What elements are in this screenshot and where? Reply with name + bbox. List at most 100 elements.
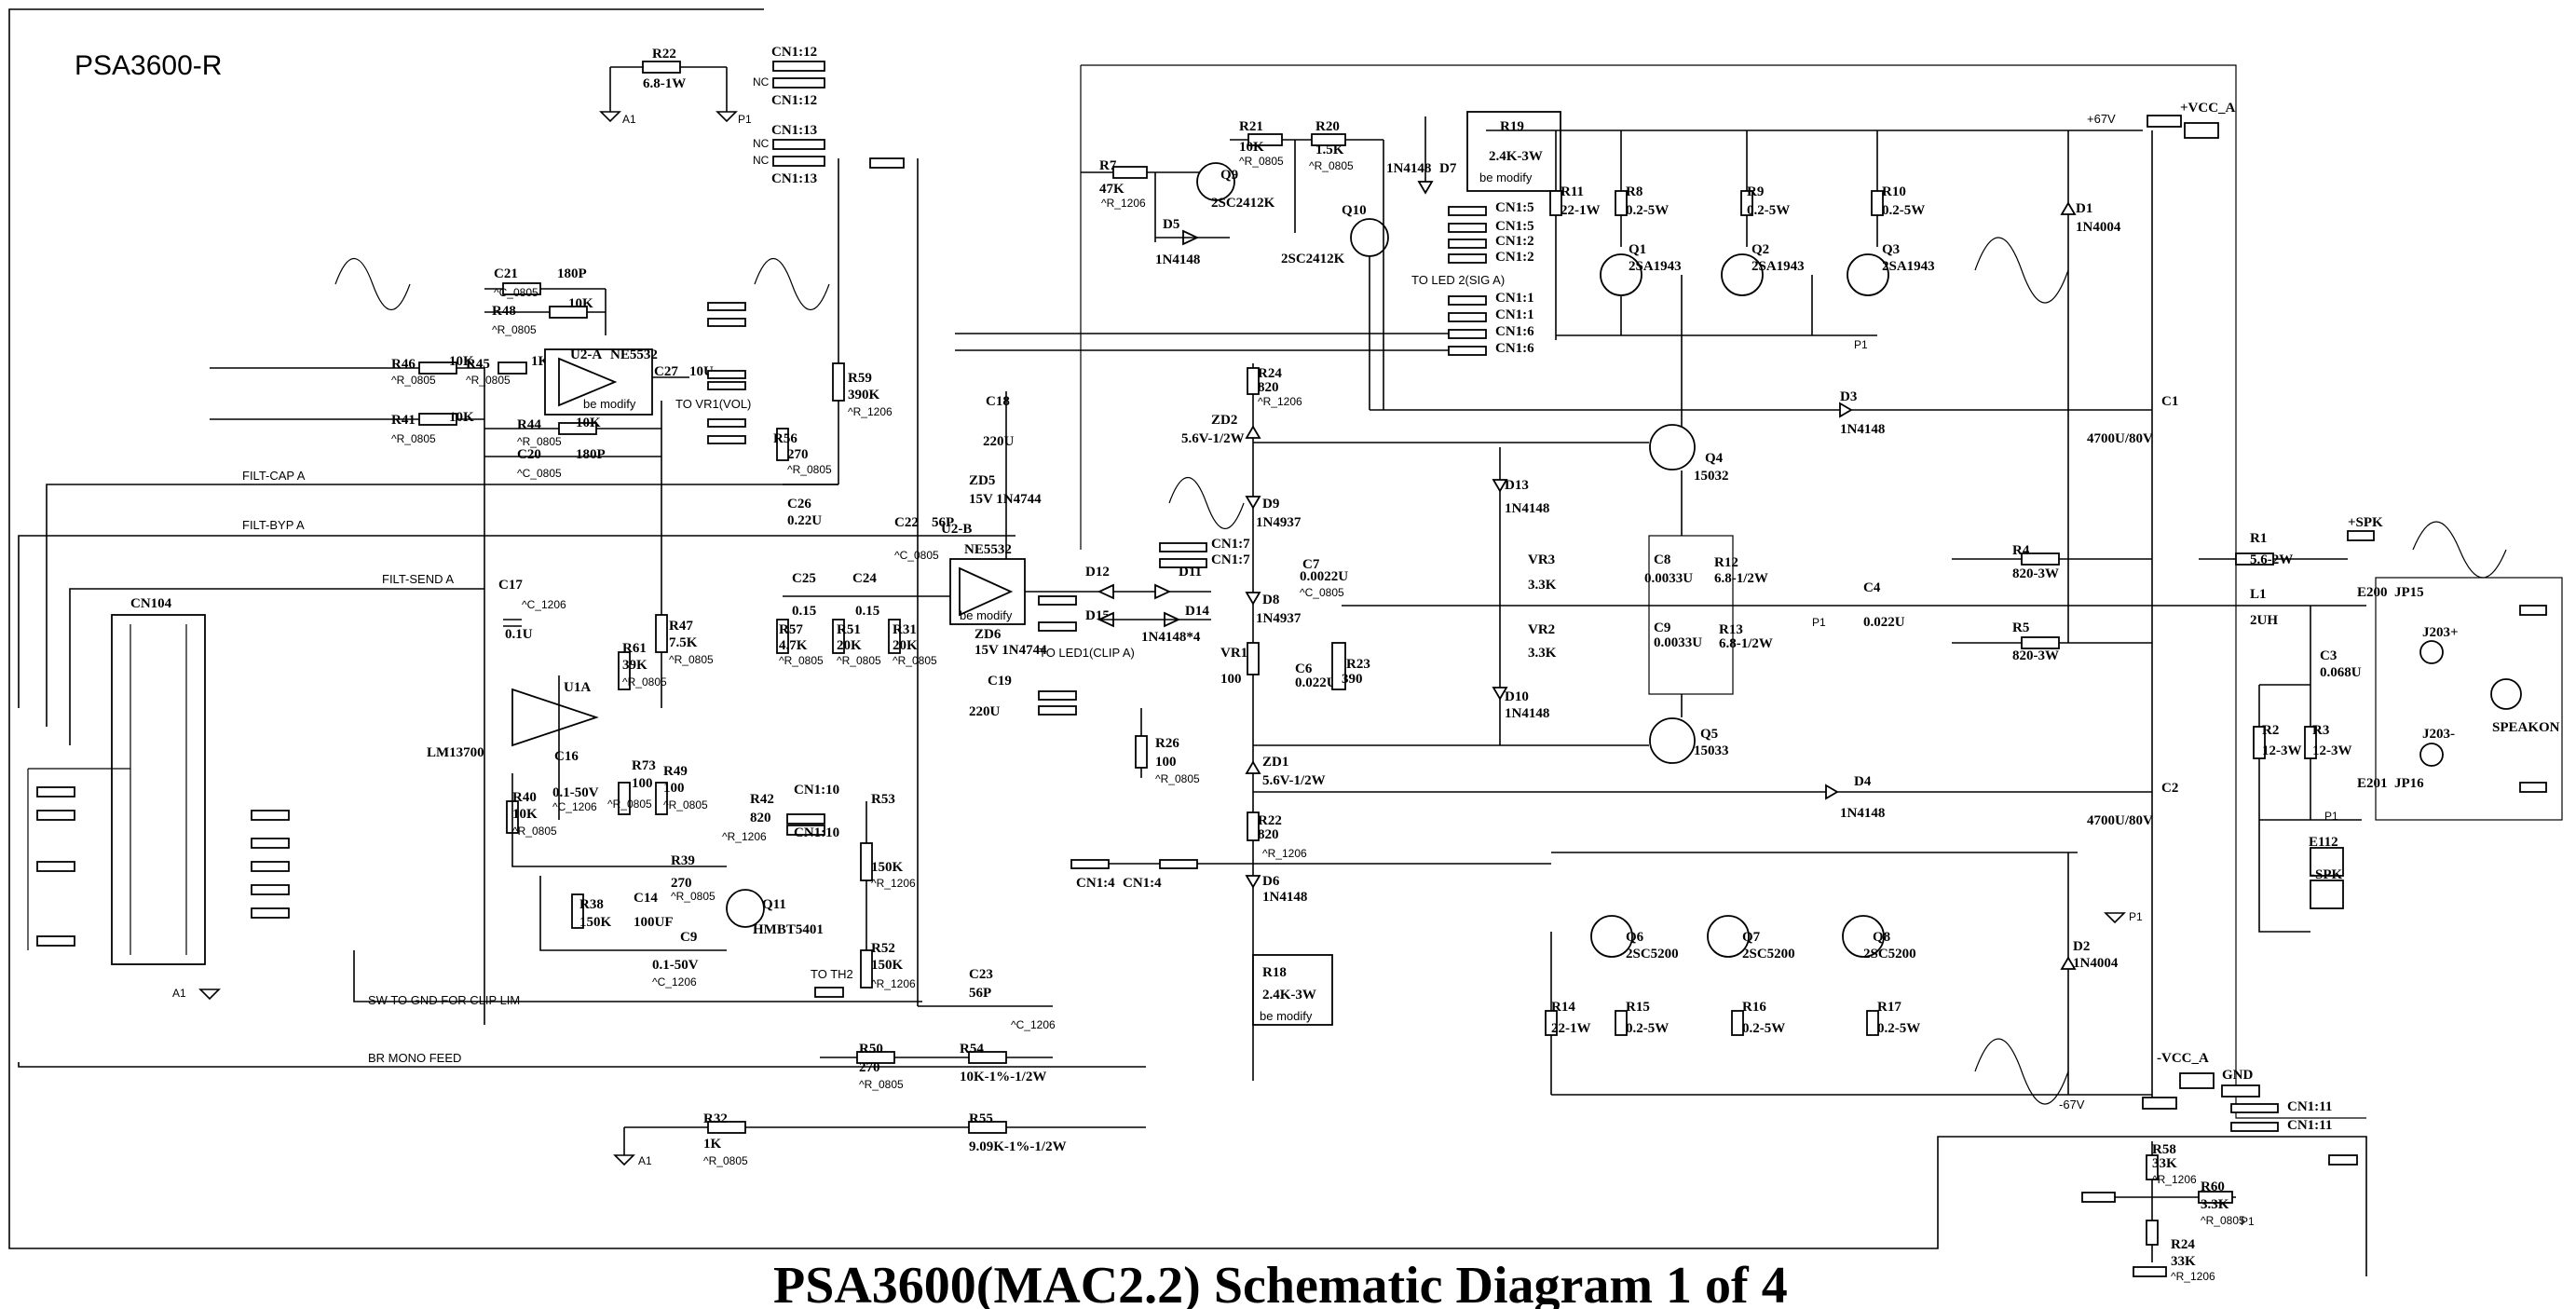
filter-nets: FILT-CAP A FILT-BYP A FILT-SEND A SW TO … <box>18 469 1146 1068</box>
svg-text:R55: R55 <box>969 1111 993 1126</box>
svg-text:CN1:1: CN1:1 <box>1495 307 1534 322</box>
lower-left-network: R42 820 ^R_1206 CN1:10 CN1:10 R53 150K ^… <box>613 158 1146 1167</box>
svg-text:1N4148: 1N4148 <box>1505 706 1549 721</box>
svg-text:R19: R19 <box>1500 119 1524 134</box>
svg-text:220U: 220U <box>983 434 1015 449</box>
svg-text:BR MONO FEED: BR MONO FEED <box>368 1051 461 1065</box>
svg-text:C9: C9 <box>1654 620 1670 635</box>
svg-text:R40: R40 <box>512 790 537 805</box>
svg-text:R46: R46 <box>391 357 416 372</box>
svg-text:C21: C21 <box>494 266 518 281</box>
svg-text:0.15: 0.15 <box>792 604 816 619</box>
svg-text:820: 820 <box>1258 380 1279 395</box>
svg-text:R45: R45 <box>466 357 490 372</box>
svg-text:-SPK: -SPK <box>2310 867 2343 882</box>
svg-text:D7: D7 <box>1439 161 1457 176</box>
svg-text:C26: C26 <box>787 497 811 511</box>
svg-text:0.022U: 0.022U <box>1295 675 1337 690</box>
svg-text:0.1U: 0.1U <box>505 627 533 642</box>
svg-text:9.09K-1%-1/2W: 9.09K-1%-1/2W <box>969 1139 1067 1154</box>
svg-text:15V 1N4744: 15V 1N4744 <box>975 643 1047 658</box>
svg-text:^R_0805: ^R_0805 <box>669 653 714 666</box>
svg-text:3.3K: 3.3K <box>2201 1197 2229 1212</box>
svg-text:D2: D2 <box>2073 939 2090 954</box>
svg-text:33K: 33K <box>2171 1254 2196 1269</box>
svg-text:R42: R42 <box>750 792 774 807</box>
svg-text:R11: R11 <box>1561 184 1584 199</box>
svg-text:C18: C18 <box>986 394 1010 409</box>
svg-text:Q1: Q1 <box>1629 242 1646 257</box>
svg-text:ZD5: ZD5 <box>969 473 995 488</box>
svg-text:C19: C19 <box>988 674 1012 689</box>
svg-text:0.068U: 0.068U <box>2320 665 2362 680</box>
svg-text:R54: R54 <box>960 1042 984 1057</box>
svg-text:C9: C9 <box>680 930 697 945</box>
svg-text:SPEAKON: SPEAKON <box>2492 720 2560 735</box>
svg-text:D13: D13 <box>1505 478 1529 493</box>
svg-text:R39: R39 <box>671 853 695 868</box>
svg-text:R31: R31 <box>893 622 917 637</box>
svg-text:100: 100 <box>1155 755 1177 770</box>
svg-text:C22: C22 <box>894 515 919 530</box>
sine-wave-top-right <box>1974 237 2069 304</box>
bottom-right: GND CN1:11 CN1:11 R58 33K ^R_1206 R60 3.… <box>2081 1068 2358 1283</box>
svg-text:1N4148: 1N4148 <box>1262 890 1307 905</box>
svg-text:1N4004: 1N4004 <box>2076 220 2121 235</box>
svg-text:47K: 47K <box>1099 182 1124 197</box>
svg-text:R44: R44 <box>517 417 541 432</box>
svg-text:R15: R15 <box>1626 1000 1650 1015</box>
svg-text:R41: R41 <box>391 413 416 428</box>
svg-text:^R_1206: ^R_1206 <box>871 977 916 990</box>
svg-text:A1: A1 <box>622 113 636 126</box>
sine-wave-in-left <box>334 257 411 311</box>
svg-text:10K: 10K <box>449 354 474 369</box>
svg-text:^R_0805: ^R_0805 <box>622 675 667 689</box>
svg-text:2SA1943: 2SA1943 <box>1882 259 1935 274</box>
sine-wave-in-mid <box>754 257 830 311</box>
svg-text:Q2: Q2 <box>1751 242 1769 257</box>
svg-text:D8: D8 <box>1262 593 1279 607</box>
svg-text:^R_0805: ^R_0805 <box>391 432 436 445</box>
svg-text:R58: R58 <box>2152 1142 2176 1157</box>
svg-text:^R_0805: ^R_0805 <box>671 890 716 903</box>
svg-text:820-3W: 820-3W <box>2012 566 2059 581</box>
svg-text:^R_0805: ^R_0805 <box>787 463 832 476</box>
svg-text:R57: R57 <box>779 622 803 637</box>
svg-text:TO LED1(CLIP A): TO LED1(CLIP A) <box>1039 646 1135 660</box>
svg-text:^C_0805: ^C_0805 <box>1300 586 1344 599</box>
svg-text:0.22U: 0.22U <box>787 513 822 528</box>
svg-text:10K-1%-1/2W: 10K-1%-1/2W <box>960 1070 1046 1084</box>
svg-text:100: 100 <box>663 781 685 796</box>
svg-text:CN1:12: CN1:12 <box>771 45 817 60</box>
svg-text:20K: 20K <box>837 638 862 653</box>
svg-text:C4: C4 <box>1863 580 1881 595</box>
svg-text:R17: R17 <box>1877 1000 1901 1015</box>
model-title: PSA3600-R <box>75 50 222 81</box>
svg-text:NC: NC <box>753 75 770 89</box>
svg-text:be modify: be modify <box>583 397 636 411</box>
svg-text:10K: 10K <box>568 296 593 311</box>
svg-text:NC: NC <box>753 154 770 167</box>
svg-text:P1: P1 <box>738 113 752 126</box>
svg-text:4.7K: 4.7K <box>779 638 808 653</box>
svg-text:LM13700: LM13700 <box>427 745 484 760</box>
svg-text:A1: A1 <box>638 1154 652 1167</box>
svg-text:U2-A: U2-A <box>570 348 602 362</box>
diagram-title: PSA3600(MAC2.2) Schematic Diagram 1 of 4 <box>773 1257 1788 1309</box>
svg-text:R52: R52 <box>871 941 895 956</box>
svg-text:TO LED 2(SIG A): TO LED 2(SIG A) <box>1411 273 1505 287</box>
svg-text:^R_1206: ^R_1206 <box>722 830 767 843</box>
svg-text:^R_0805: ^R_0805 <box>663 798 708 811</box>
svg-text:TO VR1(VOL): TO VR1(VOL) <box>675 397 751 411</box>
svg-text:Q6: Q6 <box>1626 930 1644 945</box>
svg-text:R10: R10 <box>1882 184 1906 199</box>
svg-text:CN1:1: CN1:1 <box>1495 291 1534 306</box>
svg-text:0.2-5W: 0.2-5W <box>1747 203 1790 218</box>
svg-text:0.1-50V: 0.1-50V <box>552 785 599 800</box>
svg-text:D10: D10 <box>1505 689 1529 704</box>
svg-text:Q5: Q5 <box>1700 727 1718 742</box>
svg-text:^C_1206: ^C_1206 <box>522 598 566 611</box>
svg-text:P1: P1 <box>2129 910 2143 923</box>
svg-text:390K: 390K <box>848 388 880 402</box>
svg-text:1N4937: 1N4937 <box>1256 611 1302 626</box>
